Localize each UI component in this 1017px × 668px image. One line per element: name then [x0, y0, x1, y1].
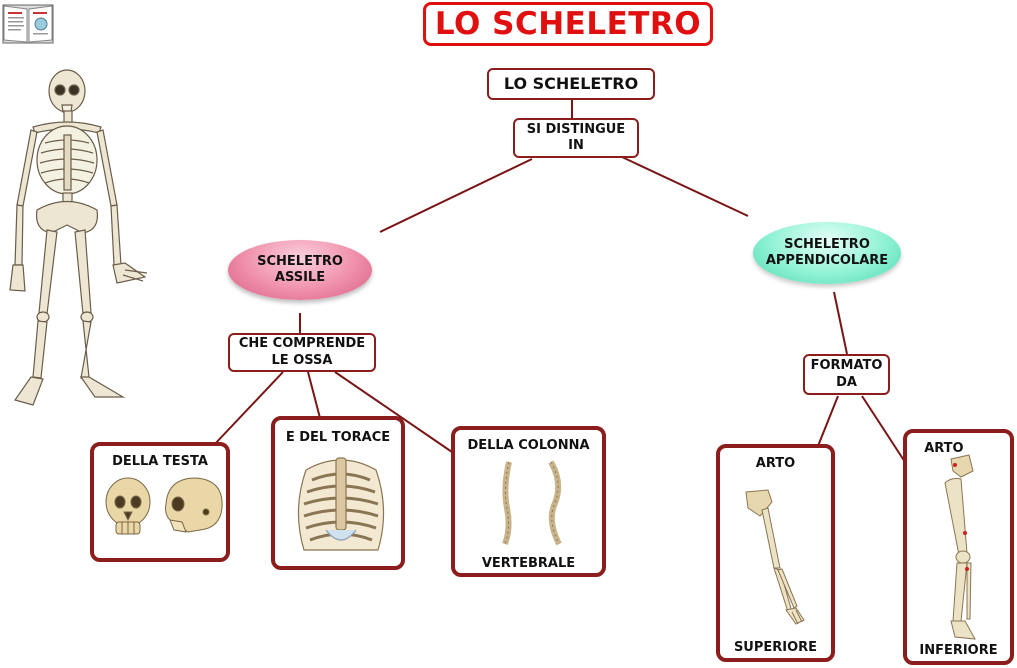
- book-icon[interactable]: [2, 2, 54, 44]
- arm-bones-image: [745, 489, 805, 625]
- spine-bones-label-top: DELLA COLONNA: [467, 438, 590, 453]
- spine-bones-label-bottom: VERTEBRALE: [481, 556, 576, 571]
- spine-images: [502, 460, 562, 546]
- connector-to-spine: [334, 371, 453, 453]
- skeleton-figure: [9, 69, 148, 406]
- head-bones-node: DELLA TESTA: [90, 442, 230, 562]
- book-icon-graphic: [2, 4, 54, 44]
- thorax-bones-node: E DEL TORACE: [271, 416, 405, 570]
- connector-to-head: [212, 371, 284, 447]
- leg-bones-image: [944, 454, 976, 640]
- connector-to-upper: [817, 395, 839, 447]
- spine-bones-node: DELLA COLONNA VERTEBRALE: [451, 426, 606, 577]
- connector-to-appendicular: [621, 156, 749, 217]
- distinguishes-node: SI DISTINGUE IN: [513, 118, 639, 158]
- rib-cage-image: [297, 457, 385, 551]
- connector-appendicular-formed: [833, 291, 848, 355]
- skull-images: [105, 477, 223, 535]
- appendicular-skeleton-node: SCHELETRO APPENDICOLARE: [753, 222, 901, 284]
- connector-to-thorax: [307, 371, 321, 419]
- connector-to-axial: [379, 158, 533, 233]
- head-bones-label: DELLA TESTA: [112, 454, 208, 469]
- includes-node: CHE COMPRENDE LE OSSA: [228, 333, 376, 372]
- upper-limb-node: ARTO SUPERIORE: [716, 444, 835, 662]
- upper-limb-label-top: ARTO: [755, 456, 796, 471]
- axial-skeleton-node: SCHELETRO ASSILE: [228, 240, 372, 300]
- formed-by-node: FORMATO DA: [803, 354, 890, 395]
- page-title: LO SCHELETRO: [423, 2, 713, 46]
- connector-to-lower: [861, 395, 906, 463]
- thorax-bones-label: E DEL TORACE: [285, 430, 391, 445]
- lower-limb-node: ARTO INFERIORE: [903, 429, 1014, 665]
- lower-limb-label-bottom: INFERIORE: [919, 643, 998, 658]
- lower-limb-label-top: ARTO: [924, 441, 964, 456]
- upper-limb-label-bottom: SUPERIORE: [733, 640, 818, 655]
- root-node: LO SCHELETRO: [487, 68, 655, 100]
